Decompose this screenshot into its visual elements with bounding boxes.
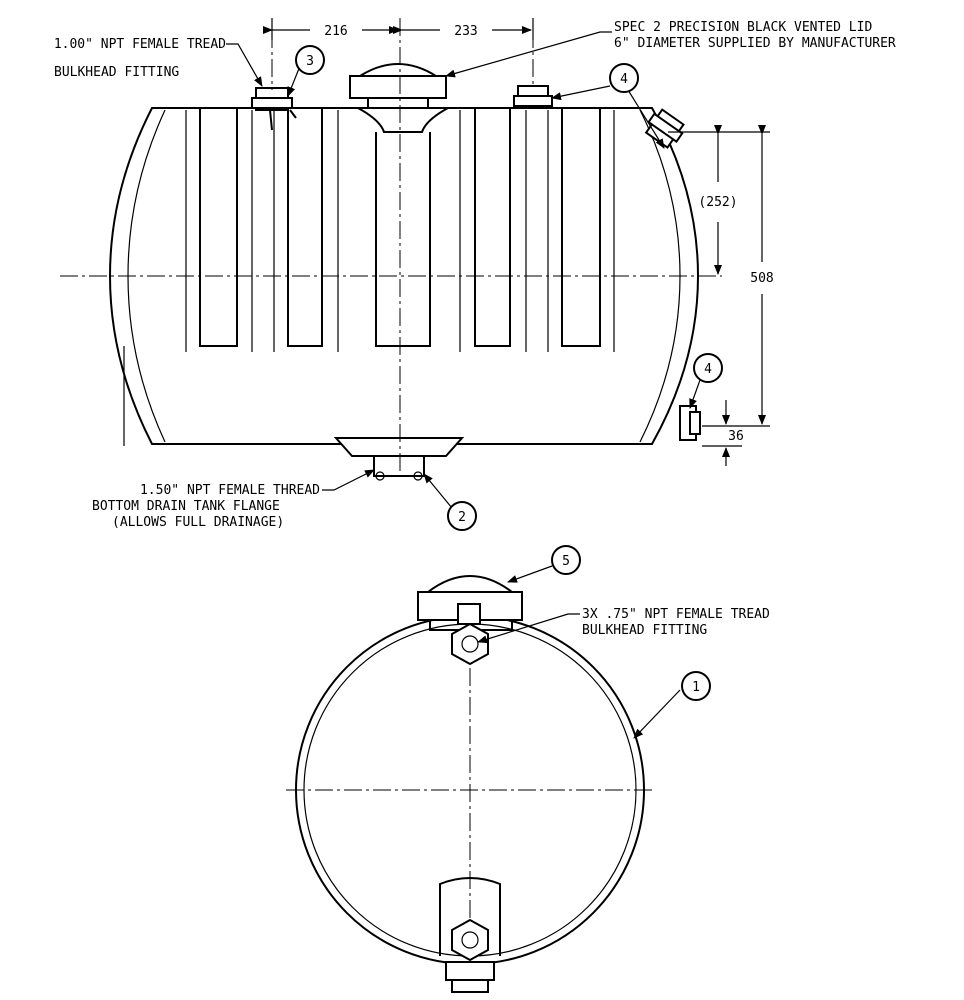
bottom-sump-fitting [439,877,501,993]
balloon-1: 1 [633,671,711,739]
note-drain-line1: 1.50" NPT FEMALE THREAD [140,483,320,498]
svg-text:4: 4 [704,362,712,377]
balloon-4-lower-right: 4 [689,353,723,409]
dim-216: 216 [324,24,347,39]
dim-508: 508 [750,271,773,286]
dim-233: 233 [454,24,477,39]
lower-side-fitting [679,405,701,441]
svg-text:4: 4 [620,72,628,87]
note-lid-line2: 6" DIAMETER SUPPLIED BY MANUFACTURER [614,36,896,51]
top-fitting-right [513,85,553,109]
note-drain-line2: BOTTOM DRAIN TANK FLANGE [92,499,280,514]
balloon-3: 3 [287,45,325,97]
angled-fitting [644,108,685,149]
dim-36: 36 [728,429,744,444]
tank-body-outline [108,107,700,445]
dim-252: (252) [698,195,737,210]
side-view: 216 233 (252) 508 36 SPEC 2 PRECISION BL… [54,18,896,531]
top-hex-fitting [451,603,489,666]
note-top-fitting-line2: BULKHEAD FITTING [54,65,179,80]
note-side-fitting-line1: 3X .75" NPT FEMALE TREAD [582,607,770,622]
note-drain-line3: (ALLOWS FULL DRAINAGE) [112,515,284,530]
svg-text:3: 3 [306,54,314,69]
dim-vertical: (252) 508 36 [123,125,774,466]
note-lid-line1: SPEC 2 PRECISION BLACK VENTED LID [614,20,872,35]
bottom-drain-flange [333,437,465,481]
tank-ribs [185,108,615,352]
note-lid: SPEC 2 PRECISION BLACK VENTED LID 6" DIA… [445,20,896,78]
note-top-fitting: 1.00" NPT FEMALE TREAD BULKHEAD FITTING [54,37,263,87]
svg-text:1: 1 [692,680,700,695]
note-top-fitting-line1: 1.00" NPT FEMALE TREAD [54,37,226,52]
vented-lid-side [349,63,449,133]
note-drain: 1.50" NPT FEMALE THREAD BOTTOM DRAIN TAN… [92,469,375,530]
note-side-fitting-line2: BULKHEAD FITTING [582,623,707,638]
balloon-4-top-right: 4 [551,63,665,149]
svg-text:5: 5 [562,554,570,569]
svg-text:2: 2 [458,510,466,525]
balloon-2: 2 [423,473,477,531]
note-side-fitting: 3X .75" NPT FEMALE TREAD BULKHEAD FITTIN… [477,607,770,644]
end-view: 3X .75" NPT FEMALE TREAD BULKHEAD FITTIN… [286,545,770,993]
dim-216-233: 216 233 [263,18,534,40]
balloon-5: 5 [507,545,581,583]
